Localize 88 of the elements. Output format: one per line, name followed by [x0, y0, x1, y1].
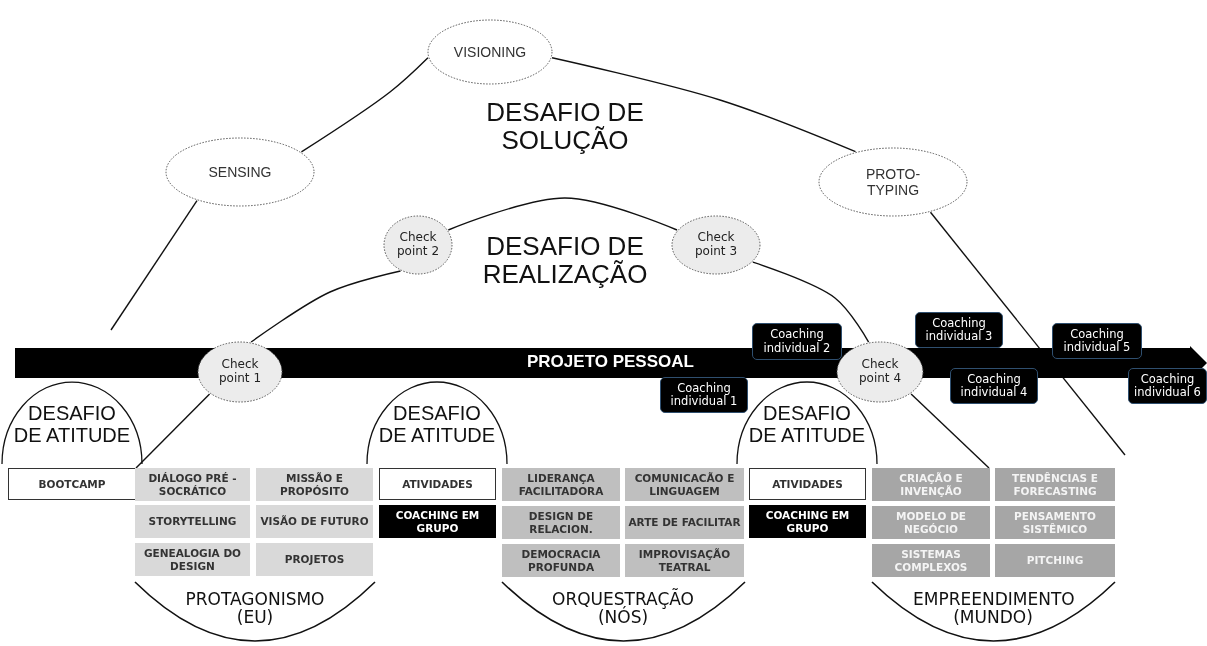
topic-box — [872, 506, 990, 539]
connector-curve — [447, 197, 678, 231]
node-text: COACHING EM GRUPO — [394, 509, 481, 534]
node-text: Check point 4 — [857, 358, 903, 386]
node-text: MODELO DE NEGÓCIO — [894, 510, 968, 535]
topic-box — [379, 505, 496, 538]
node-text: COACHING EM GRUPO — [764, 509, 851, 534]
node-text: Check point 2 — [395, 231, 441, 259]
node-text: DEMOCRACIA PROFUNDA — [520, 548, 602, 573]
topic-box — [135, 543, 250, 576]
stage-ellipse — [165, 137, 315, 207]
node-text: ATIVIDADES — [402, 477, 473, 491]
topic-box — [625, 506, 744, 539]
node-text: TENDÊNCIAS E FORECASTING — [1011, 472, 1099, 497]
connector-curve — [300, 57, 429, 153]
group-label: ORQUESTRAÇÃO (NÓS) — [551, 590, 695, 627]
topic-box — [749, 505, 866, 538]
connector-curve — [135, 393, 211, 469]
topic-box — [749, 468, 866, 500]
coaching-box — [1052, 323, 1142, 359]
topic-box — [379, 468, 496, 500]
node-text: ARTE DE FACILITAR — [628, 516, 741, 529]
topic-box — [502, 544, 620, 577]
node-text: Check point 3 — [693, 231, 739, 259]
group-label: EMPREENDIMENTO (MUNDO) — [913, 590, 1073, 627]
topic-box — [625, 468, 744, 501]
node-text: Coaching individual 4 — [959, 372, 1029, 400]
topic-box — [995, 468, 1115, 501]
connector-curve — [551, 57, 857, 153]
checkpoint-ellipse — [671, 215, 761, 275]
topic-box — [872, 468, 990, 501]
challenge-heading: DESAFIO DE ATITUDE — [747, 403, 867, 447]
checkpoint-ellipse — [383, 215, 453, 275]
topic-box — [502, 468, 620, 501]
node-text: PENSAMENTO SISTÊMICO — [1013, 510, 1097, 535]
node-text: LIDERANÇA FACILITADORA — [517, 472, 605, 497]
timeline-label: PROJETO PESSOAL — [527, 352, 694, 372]
node-text: PITCHING — [1026, 554, 1084, 567]
node-text: STORYTELLING — [148, 515, 237, 528]
node-text: BOOTCAMP — [38, 477, 106, 491]
coaching-box — [660, 377, 748, 413]
connector-curve — [250, 270, 402, 343]
node-text: COMUNICACÃO E LINGUAGEM — [633, 472, 736, 497]
node-text: PROTO- TYPING — [865, 165, 921, 199]
coaching-box — [915, 312, 1003, 348]
topic-box — [256, 543, 373, 576]
node-text: GENEALOGIA DO DESIGN — [142, 547, 243, 572]
challenge-heading: DESAFIO DE REALIZAÇÃO — [481, 232, 649, 289]
topic-box — [995, 506, 1115, 539]
topic-box — [625, 544, 744, 577]
node-text: CRIAÇÃO E INVENÇÃO — [898, 472, 964, 497]
topic-box — [135, 468, 250, 501]
node-text: SISTEMAS COMPLEXOS — [893, 548, 969, 573]
connector-curve — [910, 393, 990, 469]
node-text: Check point 1 — [217, 358, 263, 386]
node-text: PROJETOS — [284, 553, 345, 566]
node-text: Coaching individual 6 — [1133, 372, 1202, 400]
topic-box — [502, 506, 620, 539]
challenge-heading: DESAFIO DE ATITUDE — [12, 403, 132, 447]
node-text: VISIONING — [453, 43, 527, 61]
node-text: Coaching individual 5 — [1062, 327, 1132, 355]
node-text: Coaching individual 1 — [669, 381, 739, 409]
connector-curve — [110, 199, 198, 331]
topic-box — [256, 505, 373, 538]
stage-ellipse — [427, 19, 553, 85]
connector-curve — [752, 261, 870, 343]
challenge-heading: DESAFIO DE SOLUÇÃO — [485, 98, 645, 155]
topic-box — [872, 544, 990, 577]
topic-box — [256, 468, 373, 501]
stage-ellipse — [818, 147, 968, 217]
node-text: Coaching individual 3 — [924, 316, 994, 344]
checkpoint-ellipse — [836, 341, 924, 403]
node-text: SENSING — [208, 163, 272, 181]
checkpoint-ellipse — [197, 341, 283, 403]
node-text: DIÁLOGO PRÉ -SOCRÁTICO — [147, 472, 238, 497]
topic-box — [8, 468, 136, 500]
node-text: VISÃO DE FUTURO — [260, 515, 369, 528]
node-text: Coaching individual 2 — [762, 328, 832, 355]
topic-box — [135, 505, 250, 538]
topic-box — [995, 544, 1115, 577]
node-text: ATIVIDADES — [772, 477, 843, 491]
challenge-heading: DESAFIO DE ATITUDE — [377, 403, 497, 447]
coaching-box — [950, 368, 1038, 404]
node-text: MISSÃO E PROPÓSITO — [279, 472, 350, 497]
coaching-box — [752, 323, 842, 360]
group-label: PROTAGONISMO (EU) — [184, 590, 326, 627]
node-text: IMPROVISAÇÃO TEATRAL — [637, 548, 732, 573]
node-text: DESIGN DE RELACION. — [527, 510, 595, 535]
